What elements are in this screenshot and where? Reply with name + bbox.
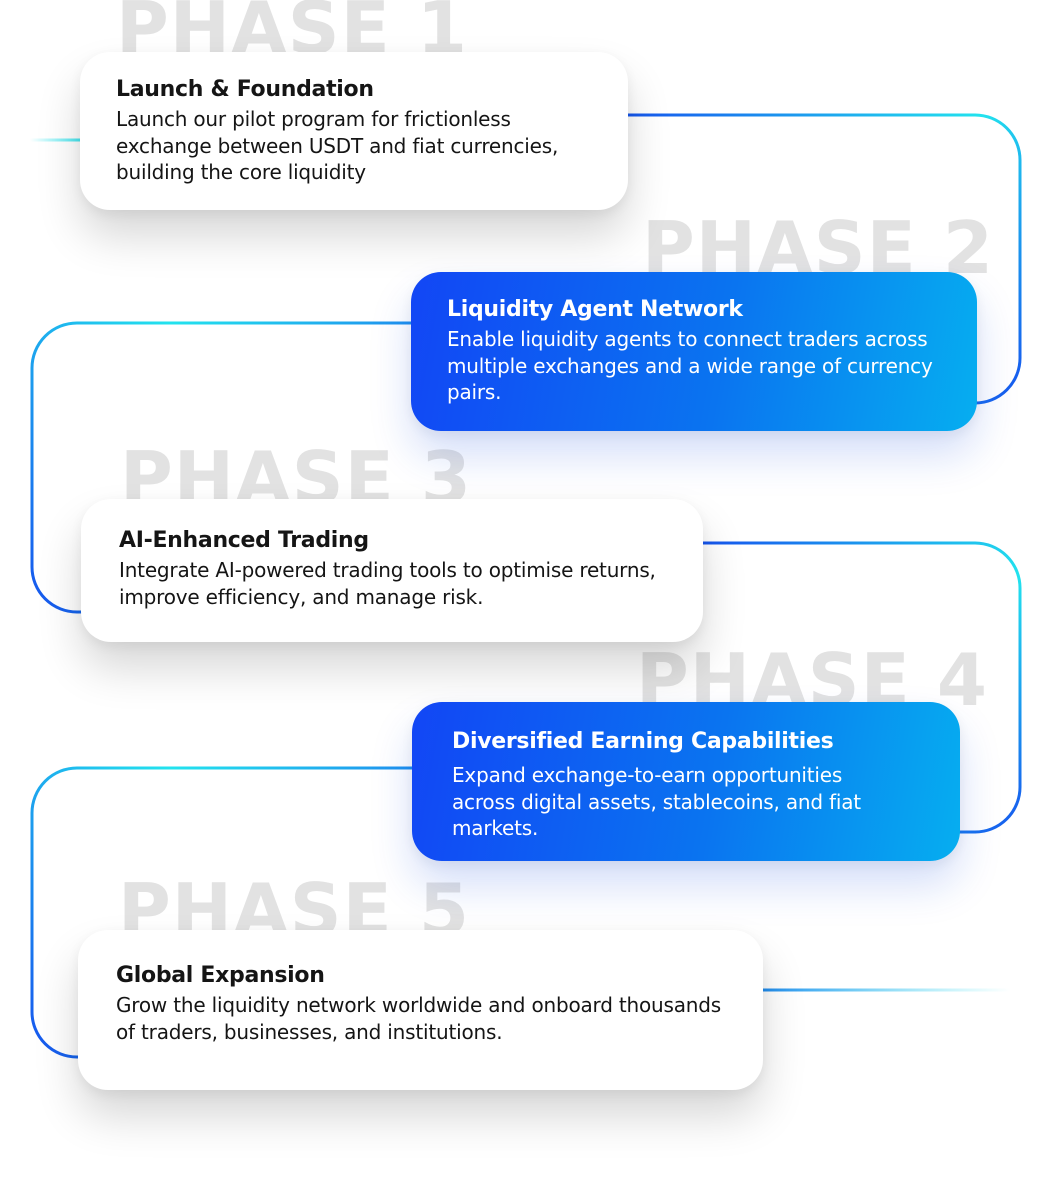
phase-4-title: Diversified Earning Capabilities <box>452 729 834 754</box>
phase-1-description: Launch our pilot program for frictionles… <box>116 107 559 184</box>
phase-5-description: Grow the liquidity network worldwide and… <box>116 993 721 1044</box>
connector-phase3-to-phase4 <box>698 541 1022 834</box>
phase-3-description: Integrate AI-powered trading tools to op… <box>119 558 656 609</box>
phase-1-title: Launch & Foundation <box>116 77 374 102</box>
phase-4-description: Expand exchange-to-earn opportunities ac… <box>452 763 861 840</box>
phase-5-title: Global Expansion <box>116 963 325 988</box>
phase-5-card: Global Expansion Grow the liquidity netw… <box>78 930 763 1090</box>
phase-4-card: Diversified Earning Capabilities Expand … <box>412 702 960 861</box>
phase-2-description: Enable liquidity agents to connect trade… <box>447 327 933 404</box>
phase-2-card: Liquidity Agent Network Enable liquidity… <box>411 272 977 431</box>
connector-phase2-to-phase3 <box>30 321 414 614</box>
phase-2-title: Liquidity Agent Network <box>447 297 743 322</box>
phase-3-title: AI-Enhanced Trading <box>119 528 369 553</box>
connector-phase4-to-phase5 <box>30 766 414 1059</box>
connector-phase1-to-phase2 <box>618 113 1022 405</box>
phase-3-card: AI-Enhanced Trading Integrate AI-powered… <box>81 499 703 642</box>
phase-1-card: Launch & Foundation Launch our pilot pro… <box>80 52 628 210</box>
